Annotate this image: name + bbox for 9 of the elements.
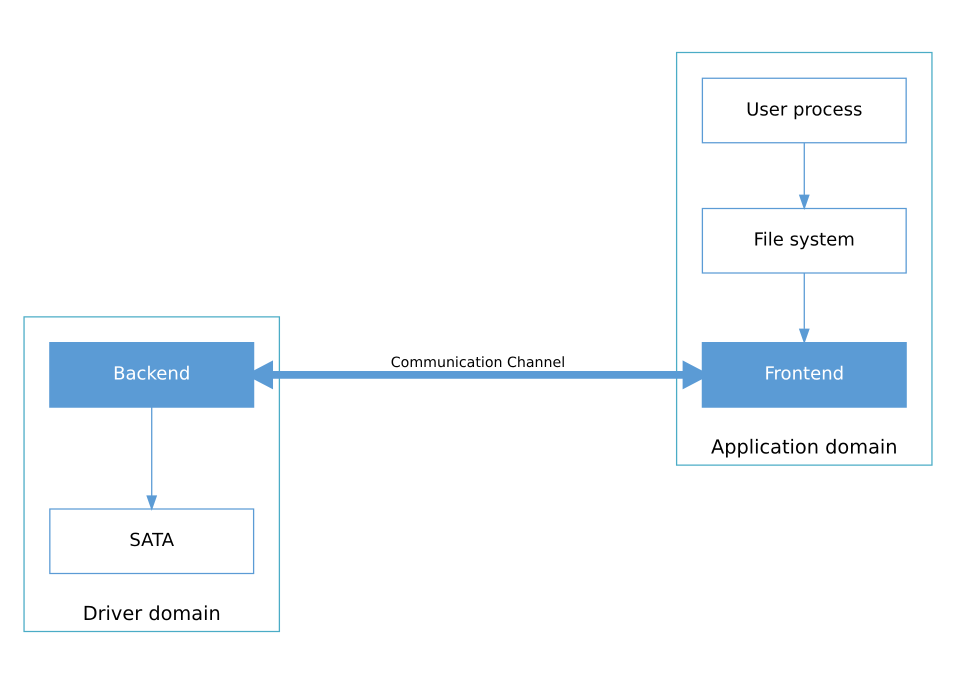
node-box: Frontend	[702, 342, 907, 408]
node-box: User process	[702, 77, 907, 143]
edge-label: Communication Channel	[390, 354, 566, 370]
node-box: Backend	[49, 342, 254, 408]
node-box: File system	[702, 207, 907, 274]
arrow	[798, 272, 810, 344]
arrow	[798, 142, 810, 210]
node-box: SATA	[49, 508, 254, 574]
arrow	[146, 406, 158, 510]
